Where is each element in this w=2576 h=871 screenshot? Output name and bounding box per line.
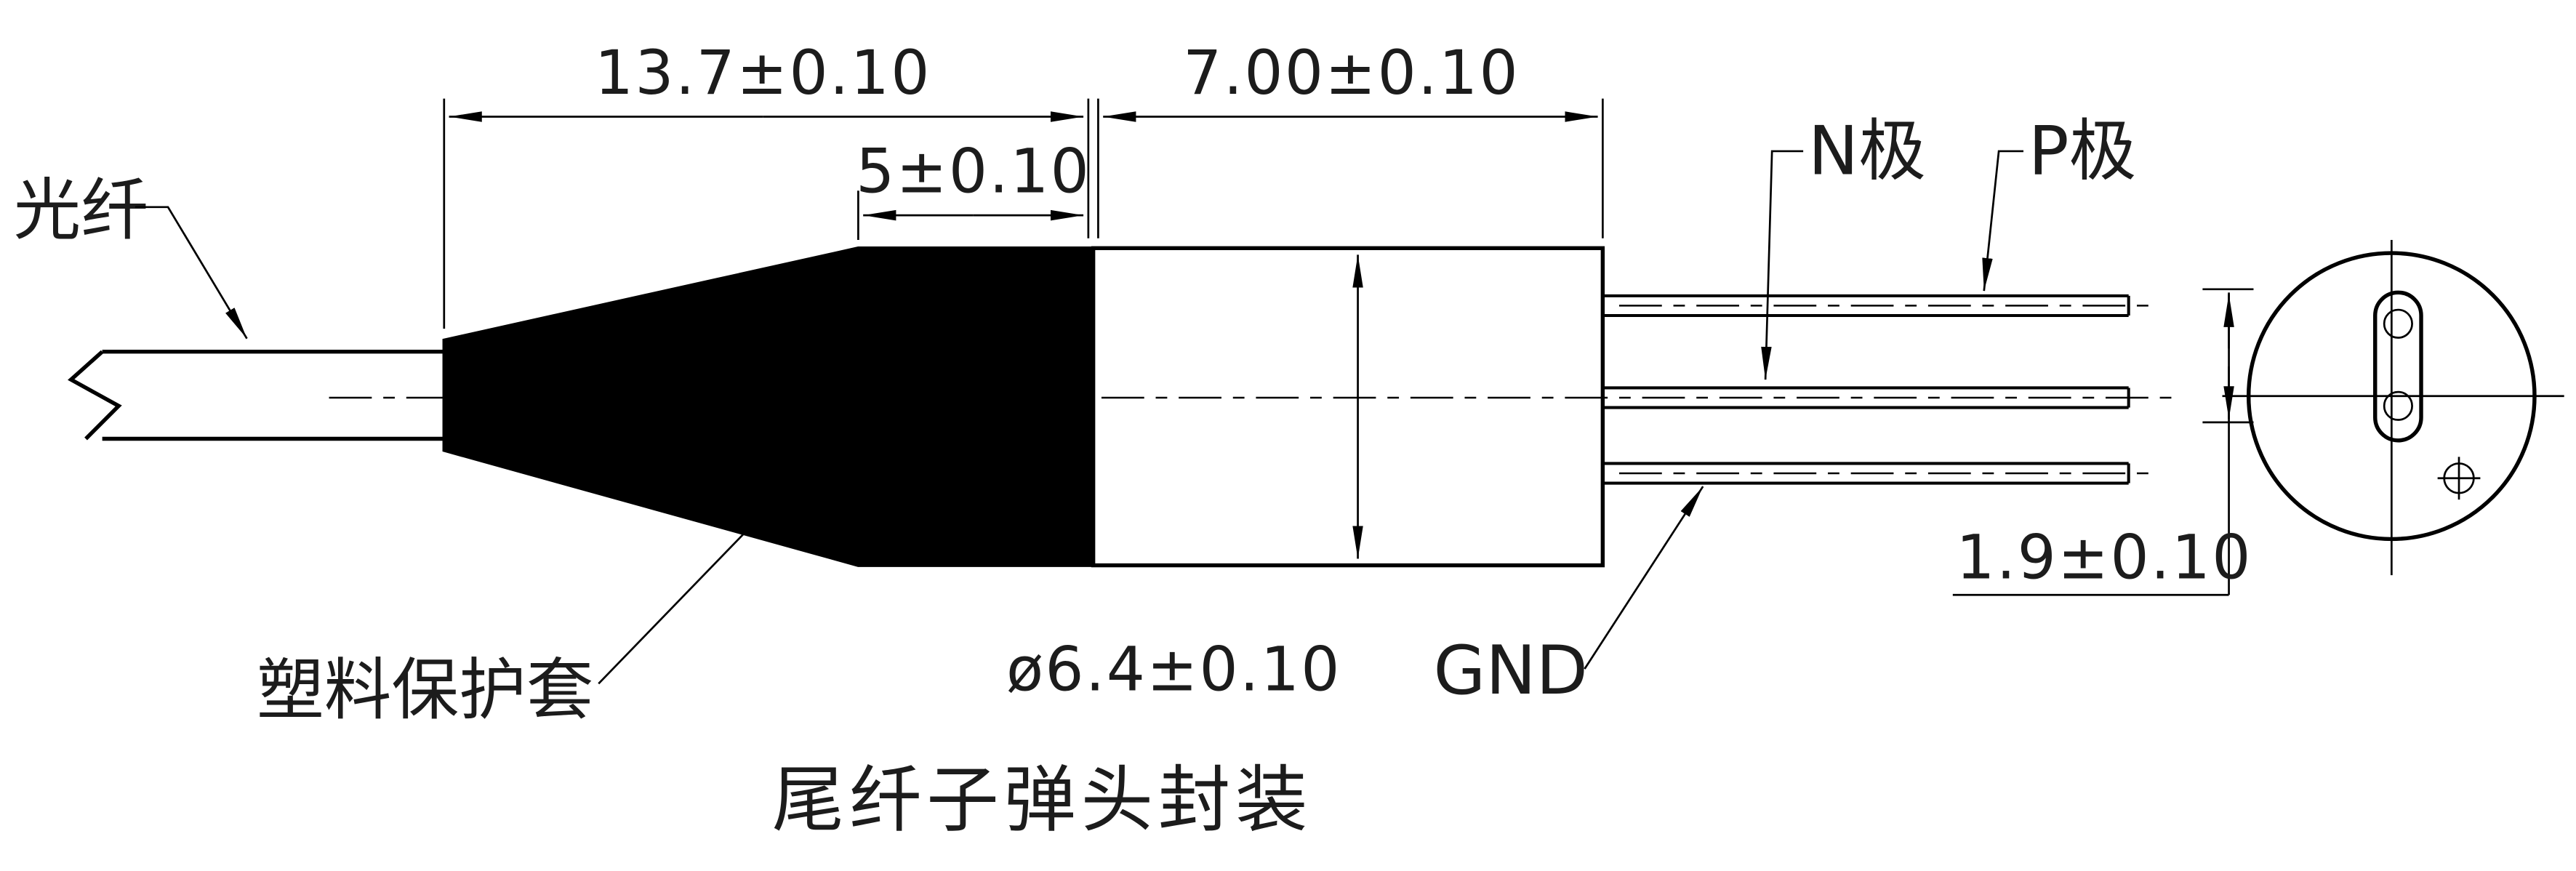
pin-gnd (1602, 462, 2157, 485)
slot-hole-top (2383, 308, 2413, 339)
gnd-leader-line (1584, 486, 1704, 670)
label-p-pole-group: P极 (1982, 112, 2137, 292)
pin-p (1602, 294, 2157, 318)
p-pole-leader-line (1982, 150, 2024, 292)
label-fiber-group: 光纤 (14, 171, 248, 340)
label-gnd-group: GND (1434, 486, 1704, 710)
dimension-sleeve-length: 13.7±0.10 (443, 37, 1090, 329)
fiber-leader-line (135, 206, 248, 340)
dim-pin-spacing-text: 1.9±0.10 (1956, 522, 2252, 593)
dimension-body-diameter: ø6.4±0.10 (1006, 254, 1363, 705)
dimension-sleeve-taper: 5±0.10 (856, 135, 1091, 241)
fiber-cable (68, 350, 444, 441)
dim-body-diameter-text: ø6.4±0.10 (1006, 633, 1341, 705)
label-n-pole: N极 (1808, 112, 1926, 190)
label-sleeve: 塑料保护套 (257, 651, 593, 729)
dim-sleeve-length-text: 13.7±0.10 (595, 37, 931, 108)
label-n-pole-group: N极 (1761, 112, 1926, 380)
protective-sleeve (442, 246, 1095, 567)
label-sleeve-group: 塑料保护套 (257, 526, 751, 729)
dimension-pin-spacing: 1.9±0.10 (1952, 288, 2254, 596)
label-gnd: GND (1434, 631, 1588, 710)
label-p-pole: P极 (2029, 112, 2137, 190)
sleeve-leader-line (598, 526, 751, 685)
package-body (1091, 246, 1605, 568)
drawing-title: 尾纤子弹头封装 (772, 759, 1313, 843)
end-view-slot (2373, 290, 2423, 443)
label-fiber: 光纤 (14, 171, 148, 249)
pin-n (1602, 386, 2130, 409)
dim-body-length-text: 7.00±0.10 (1183, 37, 1520, 108)
dimension-body-length: 7.00±0.10 (1097, 37, 1604, 238)
slot-hole-bottom (2383, 390, 2413, 421)
fiber-break-line (68, 350, 122, 441)
dim-sleeve-taper-text: 5±0.10 (856, 135, 1091, 206)
n-pole-leader-line (1761, 150, 1804, 380)
end-view (2222, 240, 2564, 576)
